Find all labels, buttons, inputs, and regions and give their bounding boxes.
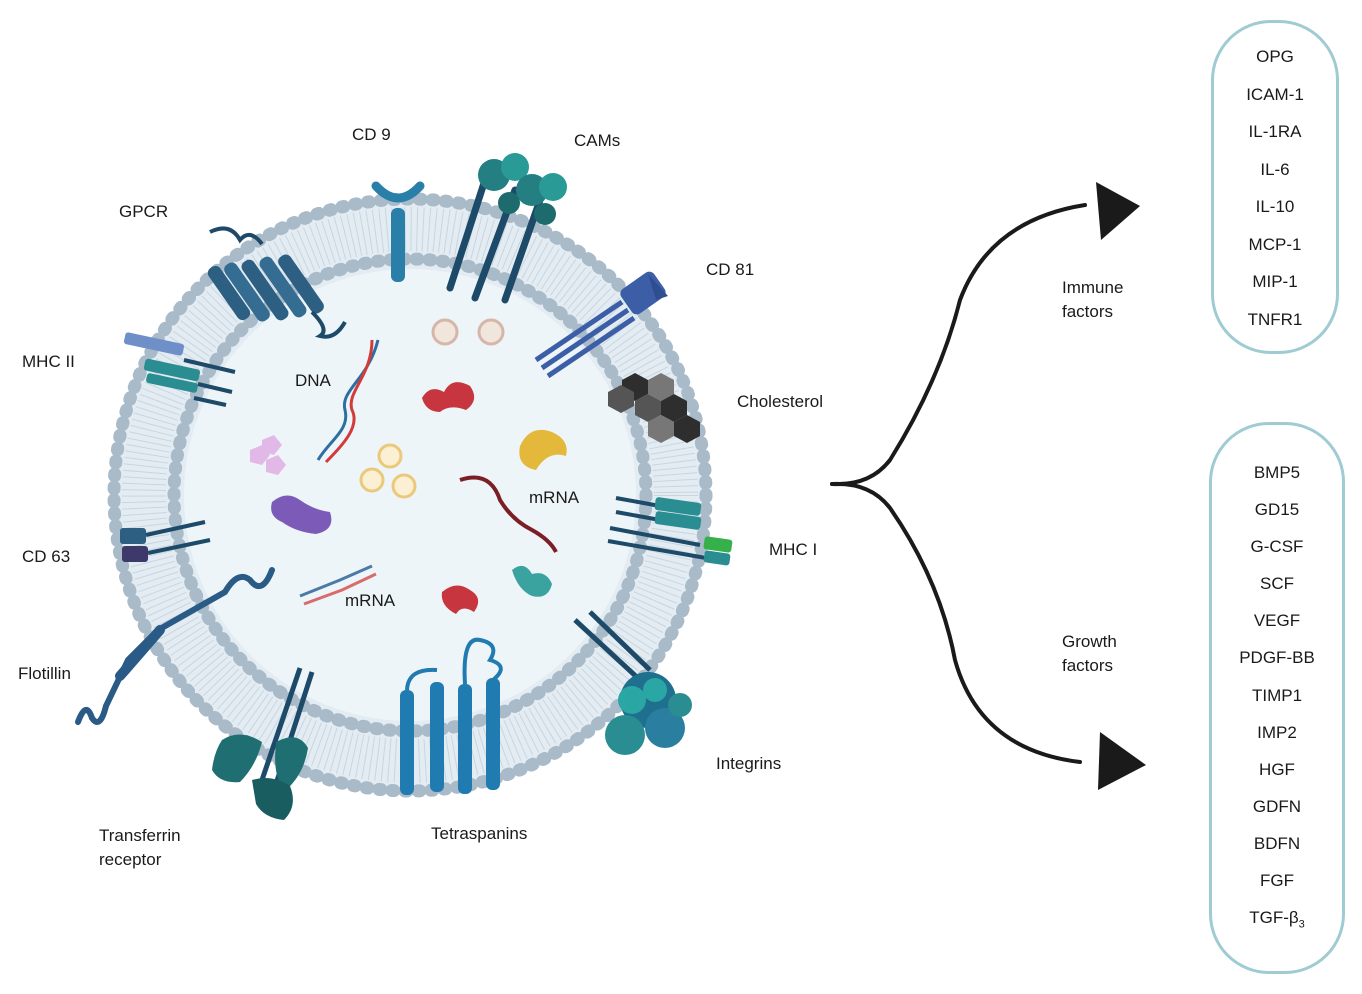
label-flotillin: Flotillin	[18, 664, 71, 683]
label-cholesterol: Cholesterol	[737, 392, 823, 411]
protein-teal	[512, 565, 552, 597]
immune-factors-panel: OPG ICAM-1 IL-1RA IL-6 IL-10 MCP-1 MIP-1…	[1211, 20, 1339, 354]
label-cams: CAMs	[574, 131, 621, 150]
flotillin-protein	[75, 567, 275, 725]
list-item: IL-6	[1260, 159, 1290, 179]
vesicle-cargo	[250, 318, 567, 614]
list-item: ICAM-1	[1246, 84, 1304, 104]
cholesterol-molecules	[608, 373, 700, 443]
list-item-tgf-beta3: TGF-β3	[1212, 899, 1342, 936]
protein-red-bottom	[441, 585, 479, 614]
label-mrna-top: mRNA	[529, 488, 580, 507]
list-item: BMP5	[1253, 463, 1301, 482]
arrow-head-upper	[1096, 182, 1140, 240]
label-cd63: CD 63	[22, 547, 71, 566]
gpcr-protein	[207, 226, 347, 339]
mrna-small-strand	[299, 564, 377, 606]
list-item: GD15	[1254, 500, 1300, 520]
list-item: PDGF-BB	[1239, 648, 1315, 668]
tgf-beta-subscript: 3	[1298, 918, 1305, 931]
label-tetraspanins: Tetraspanins	[431, 824, 528, 843]
list-item: IMP2	[1257, 722, 1297, 742]
protein-ring-5	[391, 473, 417, 499]
label-cd9: CD 9	[352, 125, 391, 144]
protein-yellow	[519, 429, 567, 470]
immune-factors-list: OPG ICAM-1 IL-1RA IL-6 IL-10 MCP-1 MIP-1…	[1214, 38, 1336, 338]
protein-pink-3	[262, 435, 282, 455]
cd81-protein	[534, 271, 668, 379]
list-item: SCF	[1260, 574, 1294, 594]
growth-factors-panel: BMP5 GD15 G-CSF SCF VEGF PDGF-BB TIMP1 I…	[1209, 422, 1345, 974]
cams-protein	[446, 153, 567, 304]
label-cd81: CD 81	[706, 260, 755, 279]
protein-ring-3	[377, 443, 403, 469]
protein-ring-4	[359, 467, 385, 493]
list-item: OPG	[1256, 47, 1294, 66]
cd9-protein	[371, 181, 425, 282]
integrins-protein	[573, 610, 692, 755]
list-item: IL-10	[1255, 197, 1295, 216]
tetraspanins-protein	[400, 637, 503, 795]
cd63-protein	[120, 520, 211, 562]
arrow-lower-curve	[830, 481, 1082, 764]
list-item: TIMP1	[1251, 685, 1303, 705]
mrna-strand	[459, 475, 558, 553]
list-item: GDFN	[1252, 796, 1302, 816]
tgf-beta-text: TGF-β	[1249, 908, 1299, 928]
label-transferrin-receptor: Transferrin receptor	[99, 826, 181, 869]
label-growth-factors: Growth factors	[1062, 632, 1117, 675]
mhc2-protein	[123, 332, 236, 407]
label-integrins: Integrins	[716, 754, 782, 773]
dna-helix	[316, 339, 380, 464]
arrow-head-lower	[1098, 732, 1146, 790]
list-item: HGF	[1259, 759, 1295, 779]
list-item: MIP-1	[1252, 272, 1298, 291]
transferrin-receptor-protein	[212, 667, 315, 820]
protein-purple	[271, 495, 332, 534]
mhc1-protein	[607, 496, 733, 566]
list-item: TNFR1	[1247, 309, 1303, 329]
list-item: VEGF	[1253, 611, 1301, 631]
label-mrna-bottom: mRNA	[345, 591, 396, 610]
protein-red-top	[422, 382, 475, 412]
protein-ring-1	[431, 318, 459, 346]
label-dna: DNA	[295, 371, 331, 390]
growth-factors-list: BMP5 GD15 G-CSF SCF VEGF PDGF-BB TIMP1 I…	[1212, 454, 1342, 936]
list-item: BDFN	[1253, 833, 1301, 853]
list-item: MCP-1	[1248, 234, 1302, 254]
list-item: G-CSF	[1250, 537, 1304, 557]
list-item: FGF	[1260, 871, 1294, 891]
list-item: IL-1RA	[1248, 122, 1302, 141]
label-mhc1: MHC I	[769, 540, 818, 559]
split-arrow	[830, 182, 1146, 790]
protein-ring-2	[477, 318, 505, 346]
label-gpcr: GPCR	[119, 202, 169, 221]
protein-pink-2	[266, 455, 286, 475]
label-mhc2: MHC II	[22, 352, 75, 371]
label-immune-factors: Immune factors	[1062, 278, 1124, 321]
arrow-upper-curve	[830, 203, 1087, 487]
